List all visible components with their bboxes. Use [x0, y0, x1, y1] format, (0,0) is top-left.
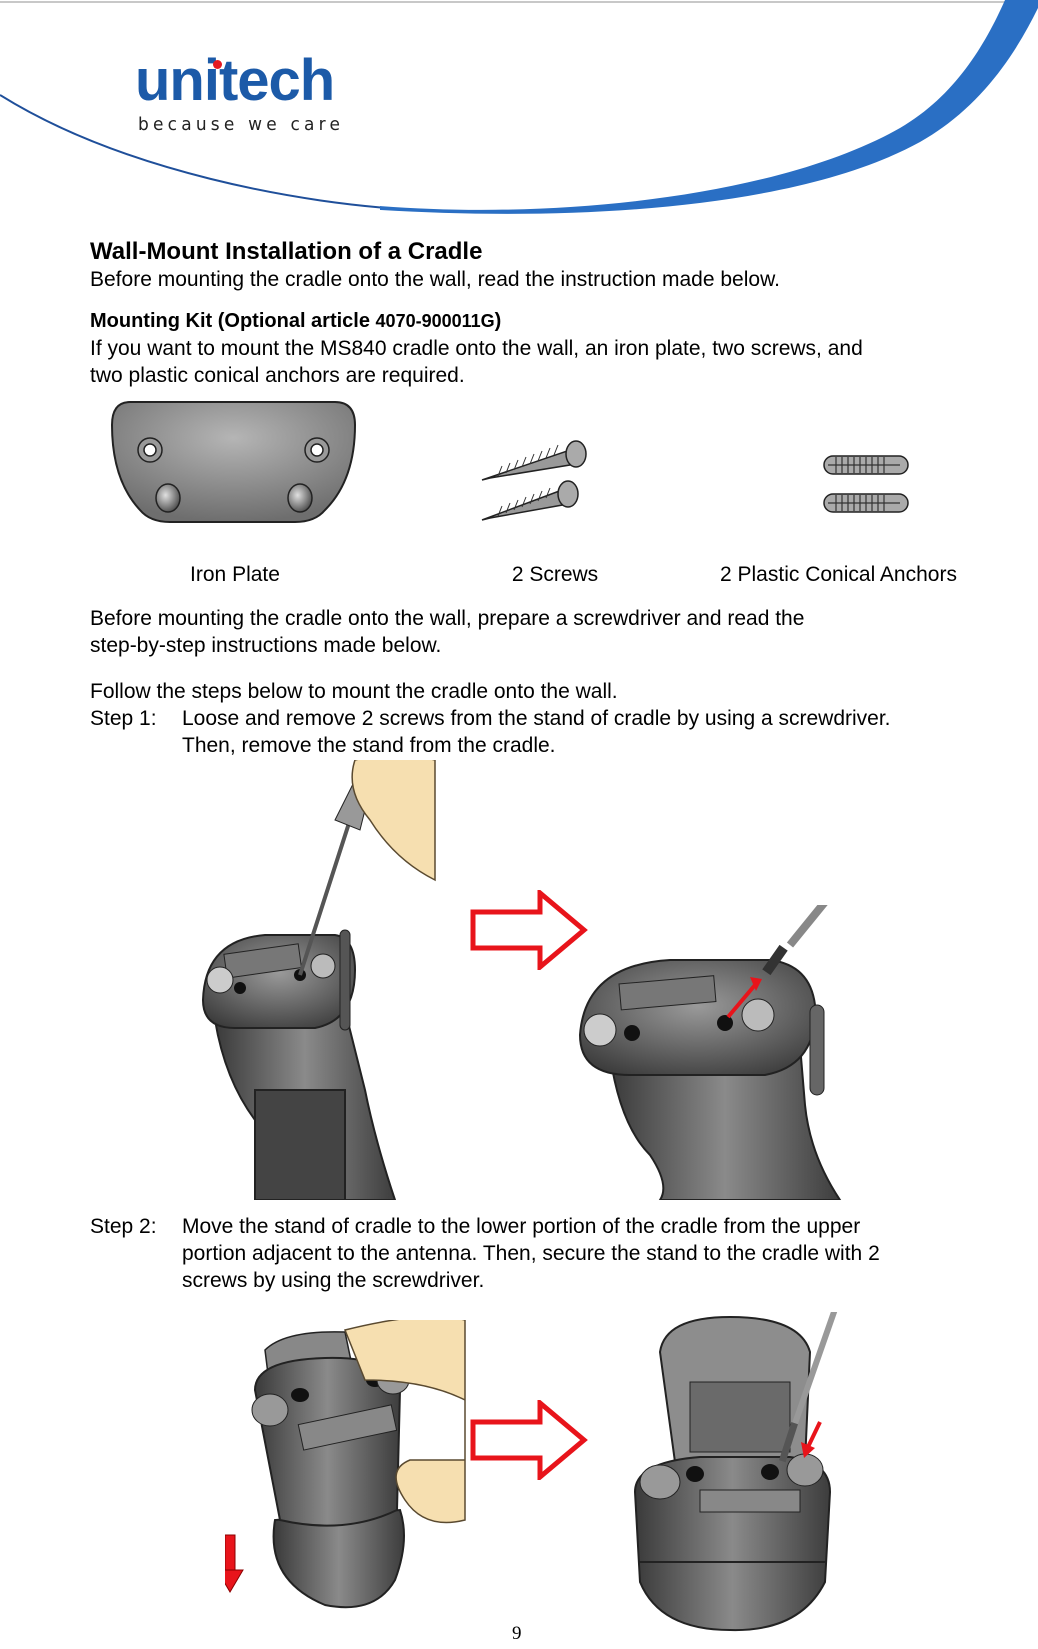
- cradle-screwdriver-removal-figure: [201, 760, 436, 1200]
- prep-text-line1: Before mounting the cradle onto the wall…: [90, 607, 805, 630]
- page-title: Wall-Mount Installation of a Cradle: [90, 238, 483, 265]
- screws-icon: [481, 440, 587, 521]
- kit-heading: Mounting Kit (Optional article 4070-9000…: [90, 308, 501, 335]
- kit-item-label-screws: 2 Screws: [511, 563, 599, 586]
- step2-text-line1: Move the stand of cradle to the lower po…: [182, 1215, 861, 1238]
- stand-move-down-figure: [225, 1320, 466, 1609]
- brand-logo: unitech: [135, 48, 335, 113]
- page-number: 9: [512, 1623, 522, 1644]
- stand-secured-figure: [633, 1312, 838, 1632]
- step1-text-line1: Loose and remove 2 screws from the stand…: [182, 707, 891, 730]
- kit-item-label-anchors: 2 Plastic Conical Anchors: [720, 563, 957, 586]
- kit-description-line1: If you want to mount the MS840 cradle on…: [90, 337, 863, 360]
- prep-text-line2: step-by-step instructions made below.: [90, 634, 442, 657]
- step2-label: Step 2:: [90, 1215, 157, 1238]
- step2-text-line2: portion adjacent to the antenna. Then, s…: [182, 1242, 880, 1265]
- kit-heading-prefix: Mounting Kit (Optional article: [90, 310, 376, 332]
- steps-intro: Follow the steps below to mount the crad…: [90, 680, 618, 703]
- header-swoosh-graphic: [0, 0, 1038, 214]
- anchors-icon: [823, 455, 909, 513]
- kit-description-line2: two plastic conical anchors are required…: [90, 364, 465, 387]
- logo-dot-icon: [213, 60, 222, 69]
- step2-right-arrow-icon: [470, 1400, 588, 1480]
- page-header: [0, 0, 1038, 215]
- intro-text: Before mounting the cradle onto the wall…: [90, 268, 780, 291]
- iron-plate-icon: [110, 401, 357, 523]
- kit-article-number: 4070-900011G: [375, 311, 495, 331]
- step1-right-arrow-icon: [470, 890, 588, 970]
- cradle-screw-removed-figure: [578, 905, 842, 1200]
- kit-heading-suffix: ): [494, 310, 502, 332]
- step1-text-line2: Then, remove the stand from the cradle.: [182, 734, 556, 757]
- kit-item-label-iron-plate: Iron Plate: [190, 563, 280, 586]
- step1-label: Step 1:: [90, 707, 157, 730]
- step2-text-line3: screws by using the screwdriver.: [182, 1269, 485, 1292]
- brand-tagline: because we care: [138, 114, 345, 136]
